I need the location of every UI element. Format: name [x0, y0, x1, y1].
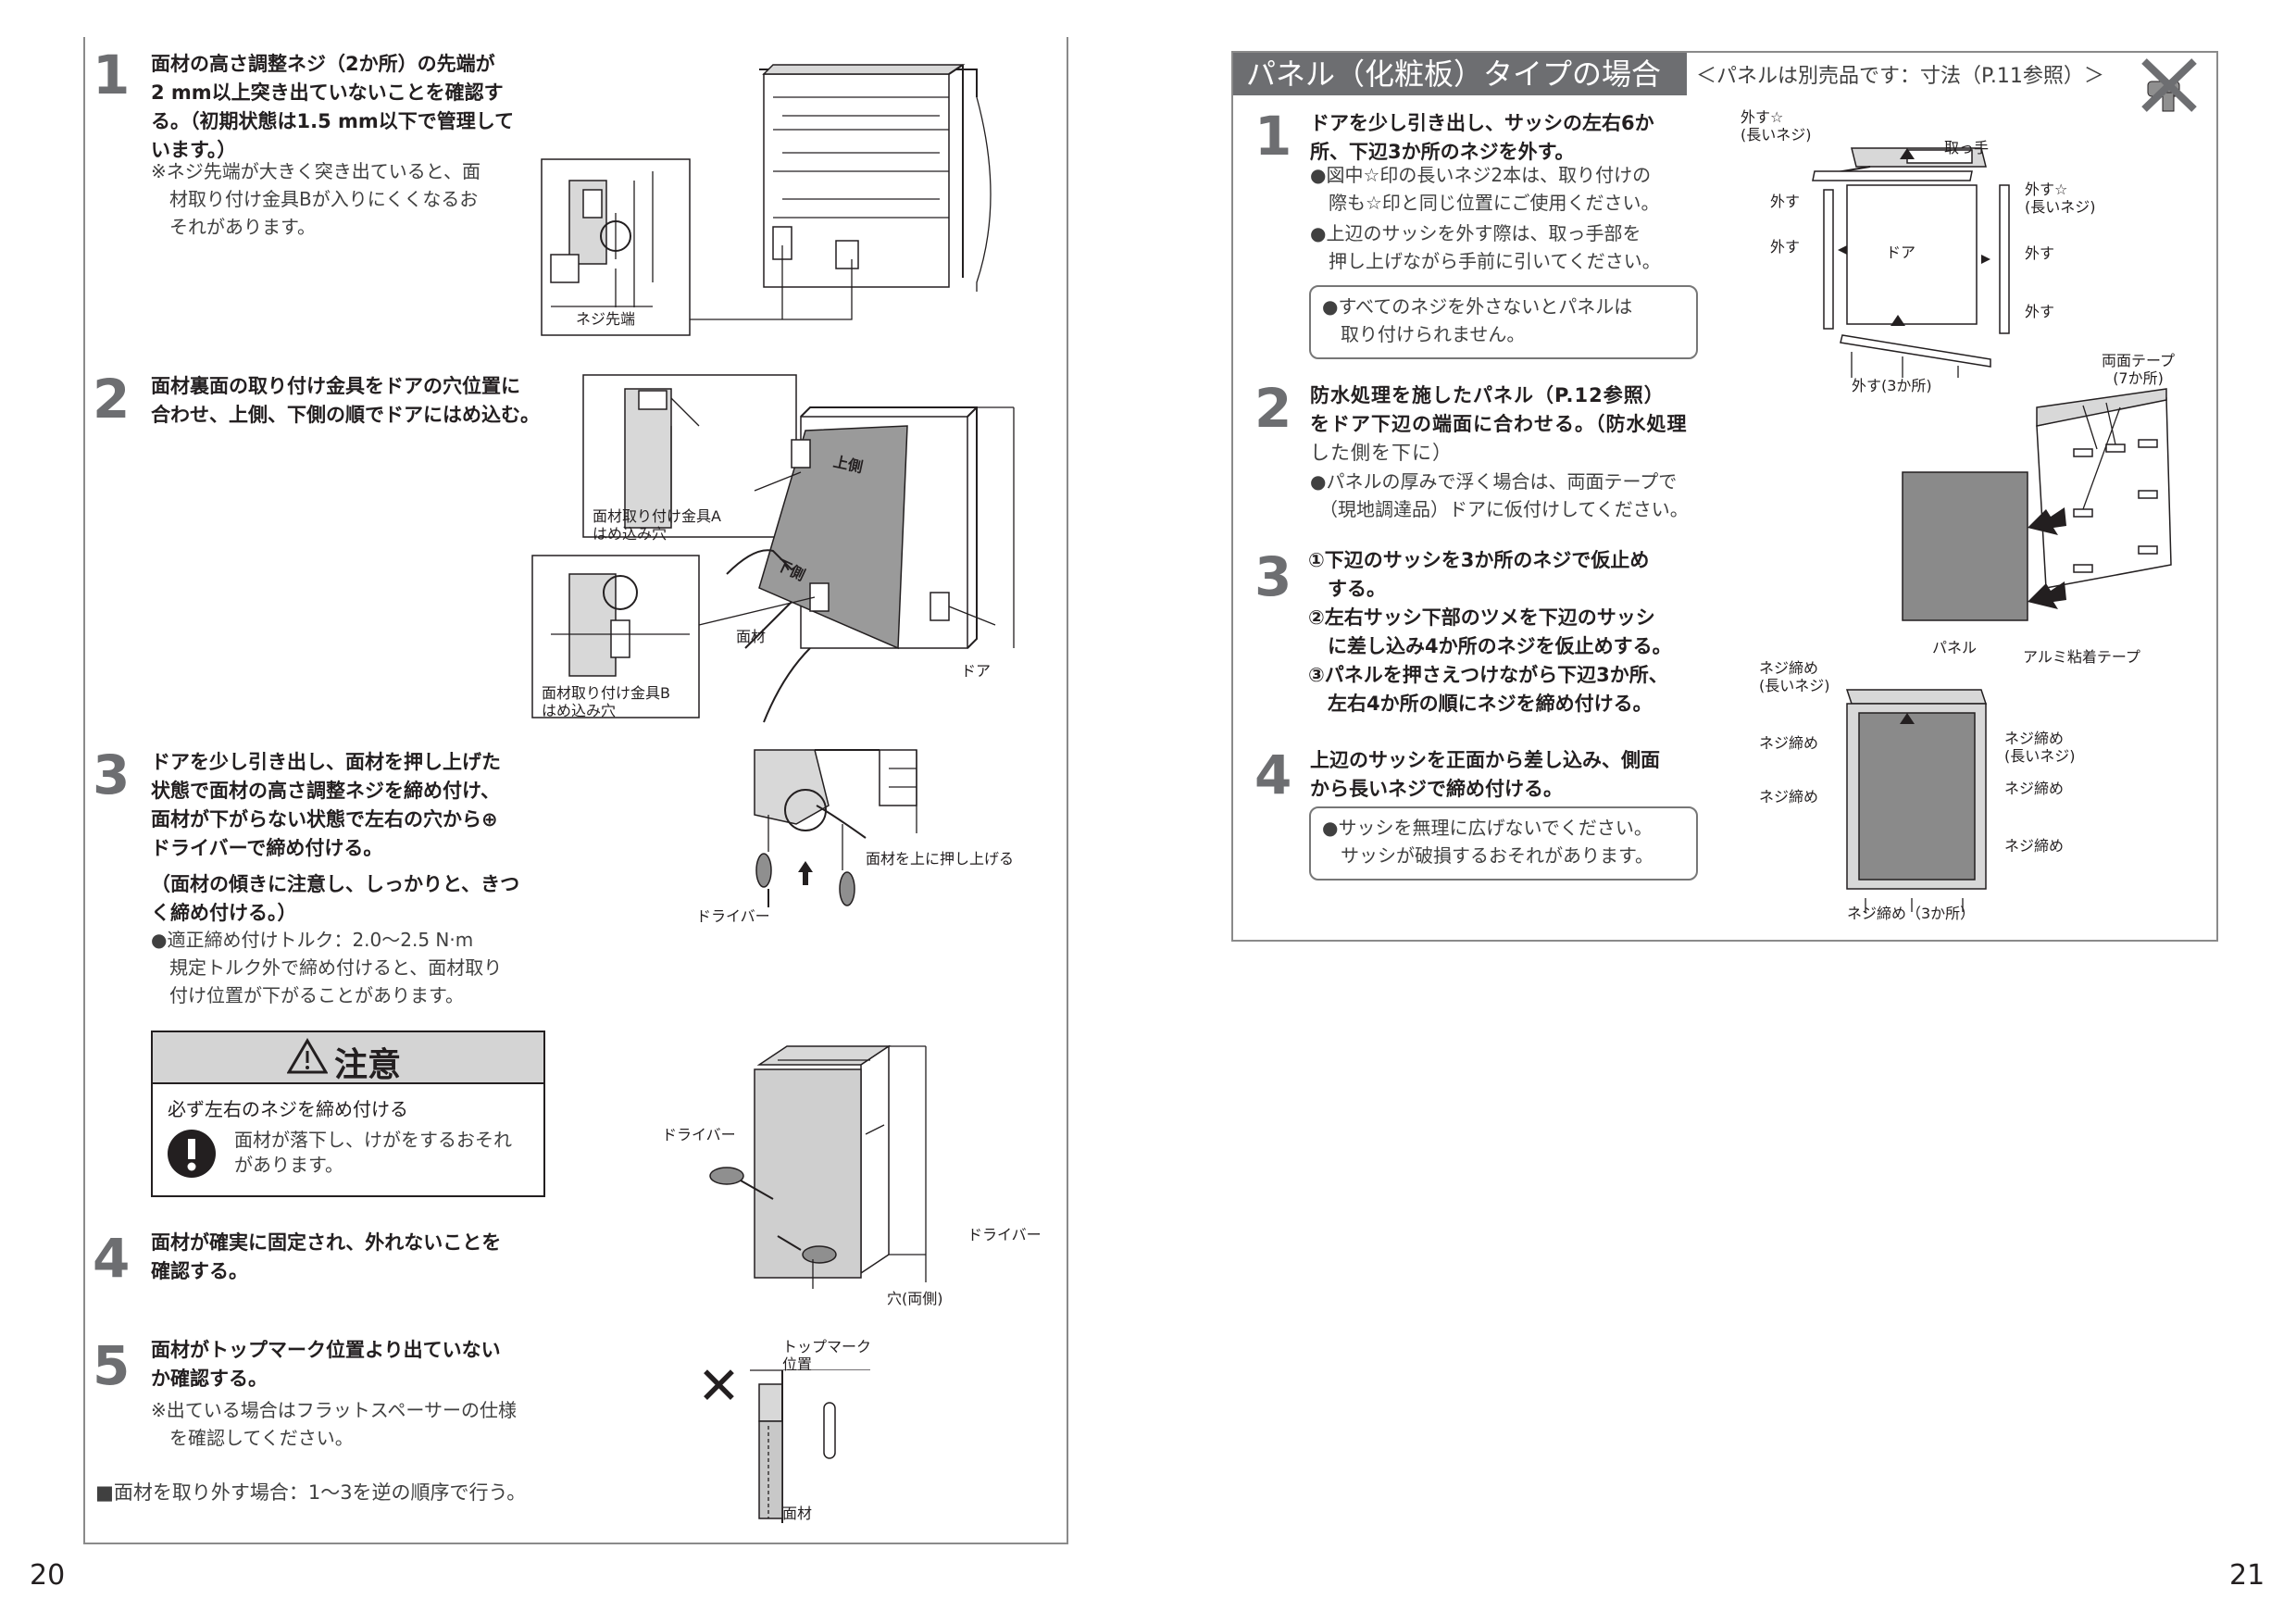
- remove-label: 外す: [2025, 303, 2055, 320]
- step-instruction: ドアを少し引き出し、サッシの左右6か 所、下辺3か所のネジを外す。: [1310, 112, 1654, 163]
- tighten-long-label: ネジ締め (長いネジ): [2004, 730, 2076, 765]
- remove-star-label: 外す☆ (長いネジ): [1741, 108, 1812, 144]
- step-number: 2: [93, 368, 131, 431]
- caution-heading: 必ず左右のネジを締め付ける: [168, 1098, 408, 1120]
- step-number: 3: [1254, 545, 1292, 608]
- panel-label: 面材: [782, 1505, 813, 1522]
- panel-label: 面材: [736, 628, 767, 645]
- right-section-frame: [1231, 51, 2218, 942]
- top-mark-label: トップマーク 位置: [782, 1338, 872, 1373]
- tighten-long-label: ネジ締め (長いネジ): [1759, 659, 1830, 694]
- panel-tape-illustration: [1902, 388, 2172, 621]
- remove-label: 外す: [2025, 244, 2055, 262]
- page-number: 21: [2229, 1559, 2265, 1592]
- caution-body: 面材が落下し、けがをするおそれ があります。: [234, 1129, 512, 1176]
- step-instruction: 面材の高さ調整ネジ（2か所）の先端が 2 mm以上突き出ていないことを確認す る…: [151, 53, 515, 161]
- dishwasher-detail-illustration: [541, 64, 992, 336]
- screwdriver-label: ドライバー: [662, 1126, 736, 1143]
- alu-tape-label: アルミ粘着テープ: [2023, 648, 2140, 666]
- warning-triangle-icon: [286, 1038, 329, 1075]
- handle-label: 取っ手: [1944, 139, 1990, 156]
- remove-star-label: 外す☆ (長いネジ): [2025, 181, 2096, 216]
- double-tape-label: 両面テープ (7か所): [2102, 352, 2176, 387]
- step-instruction: 面材が確実に固定され、外れないことを 確認する。: [151, 1231, 502, 1282]
- no-power-tool-icon: [2139, 56, 2200, 115]
- section-subtitle: ＜パネルは別売品です：寸法（P.11参照）＞: [1696, 65, 2104, 88]
- step-number: 1: [93, 44, 131, 106]
- panel-mounting-illustration: [531, 374, 1015, 723]
- step-instruction: ①下辺のサッシを3か所のネジで仮止め する。 ②左右サッシ下部のツメを下辺のサッ…: [1308, 549, 1672, 715]
- step-number: 4: [1254, 743, 1292, 806]
- step-instruction: 面材裏面の取り付け金具をドアの穴位置に 合わせ、上側、下側の順でドアにはめ込む。: [151, 375, 540, 426]
- section-title: パネル（化粧板）タイプの場合: [1233, 53, 1687, 95]
- info-box: ●サッシを無理に広げないでください。 サッシが破損するおそれがあります。: [1309, 806, 1698, 881]
- door-label: ドア: [1886, 244, 1916, 261]
- step-instruction: ドアを少し引き出し、面材を押し上げた 状態で面材の高さ調整ネジを締め付け、 面材…: [151, 751, 520, 924]
- step-bullet: ●パネルの厚みで浮く場合は、両面テープで （現地調達品）ドアに仮付けしてください…: [1310, 470, 1689, 520]
- torque-bullet: ●適正締め付けトルク：2.0〜2.5 N·m 規定トルク外で締め付けると、面材取…: [151, 929, 503, 1006]
- assembled-panel-illustration: [1845, 689, 1988, 912]
- tighten-label: ネジ締め: [1759, 734, 1819, 752]
- top-mark-illustration: [750, 1369, 870, 1523]
- left-page-frame: [83, 37, 1068, 1544]
- exclamation-icon: [168, 1130, 216, 1178]
- step-instruction: 防水処理を施したパネル（P.12参照） をドア下辺の端面に合わせる。（防水処理 …: [1310, 384, 1688, 464]
- panel-label: パネル: [1932, 639, 1978, 656]
- fitting-b-label: 面材取り付け金具B はめ込み穴: [542, 684, 670, 719]
- removal-note: ■面材を取り外す場合：1〜3を逆の順序で行う。: [95, 1481, 527, 1504]
- remove-label: 外す: [1770, 193, 1801, 210]
- step-bullet: ●上辺のサッシを外す際は、取っ手部を 押し上げながら手前に引いてください。: [1310, 222, 1661, 272]
- tighten-label: ネジ締め: [1759, 788, 1819, 806]
- step-note: ※出ている場合はフラットスペーサーの仕様 を確認してください。: [151, 1399, 517, 1449]
- step-number: 2: [1254, 377, 1292, 440]
- screw-tip-label: ネジ先端: [576, 310, 636, 328]
- page-number: 20: [30, 1559, 66, 1592]
- tighten-label: ネジ締め: [2004, 780, 2065, 797]
- step-number: 1: [1254, 105, 1292, 168]
- holes-label: 穴(両側): [887, 1290, 943, 1307]
- sash-removal-illustration: [1812, 147, 2010, 378]
- wrong-x-mark: ✕: [697, 1356, 741, 1417]
- push-up-label: 面材を上に押し上げる: [866, 850, 1015, 868]
- info-box: ●すべてのネジを外さないとパネルは 取り付けられません。: [1309, 285, 1698, 359]
- remove-bottom-label: 外す(3か所): [1852, 377, 1932, 394]
- fitting-a-label: 面材取り付け金具A はめ込み穴: [593, 507, 721, 543]
- panel-fixed-illustration: [709, 1044, 927, 1289]
- screwdriver-label: ドライバー: [967, 1226, 1042, 1243]
- step-instruction: 面材がトップマーク位置より出ていない か確認する。: [151, 1339, 501, 1390]
- step-number: 3: [93, 743, 131, 806]
- screwdriver-push-illustration: [754, 749, 917, 907]
- step-number: 5: [93, 1334, 131, 1397]
- step-number: 4: [93, 1227, 131, 1290]
- screwdriver-label: ドライバー: [696, 907, 770, 925]
- caution-title: 注意: [334, 1046, 402, 1084]
- step-note: ※ネジ先端が大きく突き出ていると、面 材取り付け金具Bが入りにくくなるお それが…: [151, 160, 480, 238]
- caution-header: 注意: [153, 1032, 543, 1084]
- remove-label: 外す: [1770, 238, 1801, 256]
- tighten-bottom-label: ネジ締め（3か所）: [1847, 905, 1976, 922]
- door-label: ドア: [961, 662, 992, 680]
- caution-box: 注意 必ず左右のネジを締め付ける 面材が落下し、けがをするおそれ があります。: [151, 1031, 545, 1197]
- step-instruction: 上辺のサッシを正面から差し込み、側面 から長いネジで締め付ける。: [1310, 749, 1660, 800]
- step-bullet: ●図中☆印の長いネジ2本は、取り付けの 際も☆印と同じ位置にご使用ください。: [1310, 164, 1660, 214]
- tighten-label: ネジ締め: [2004, 837, 2065, 855]
